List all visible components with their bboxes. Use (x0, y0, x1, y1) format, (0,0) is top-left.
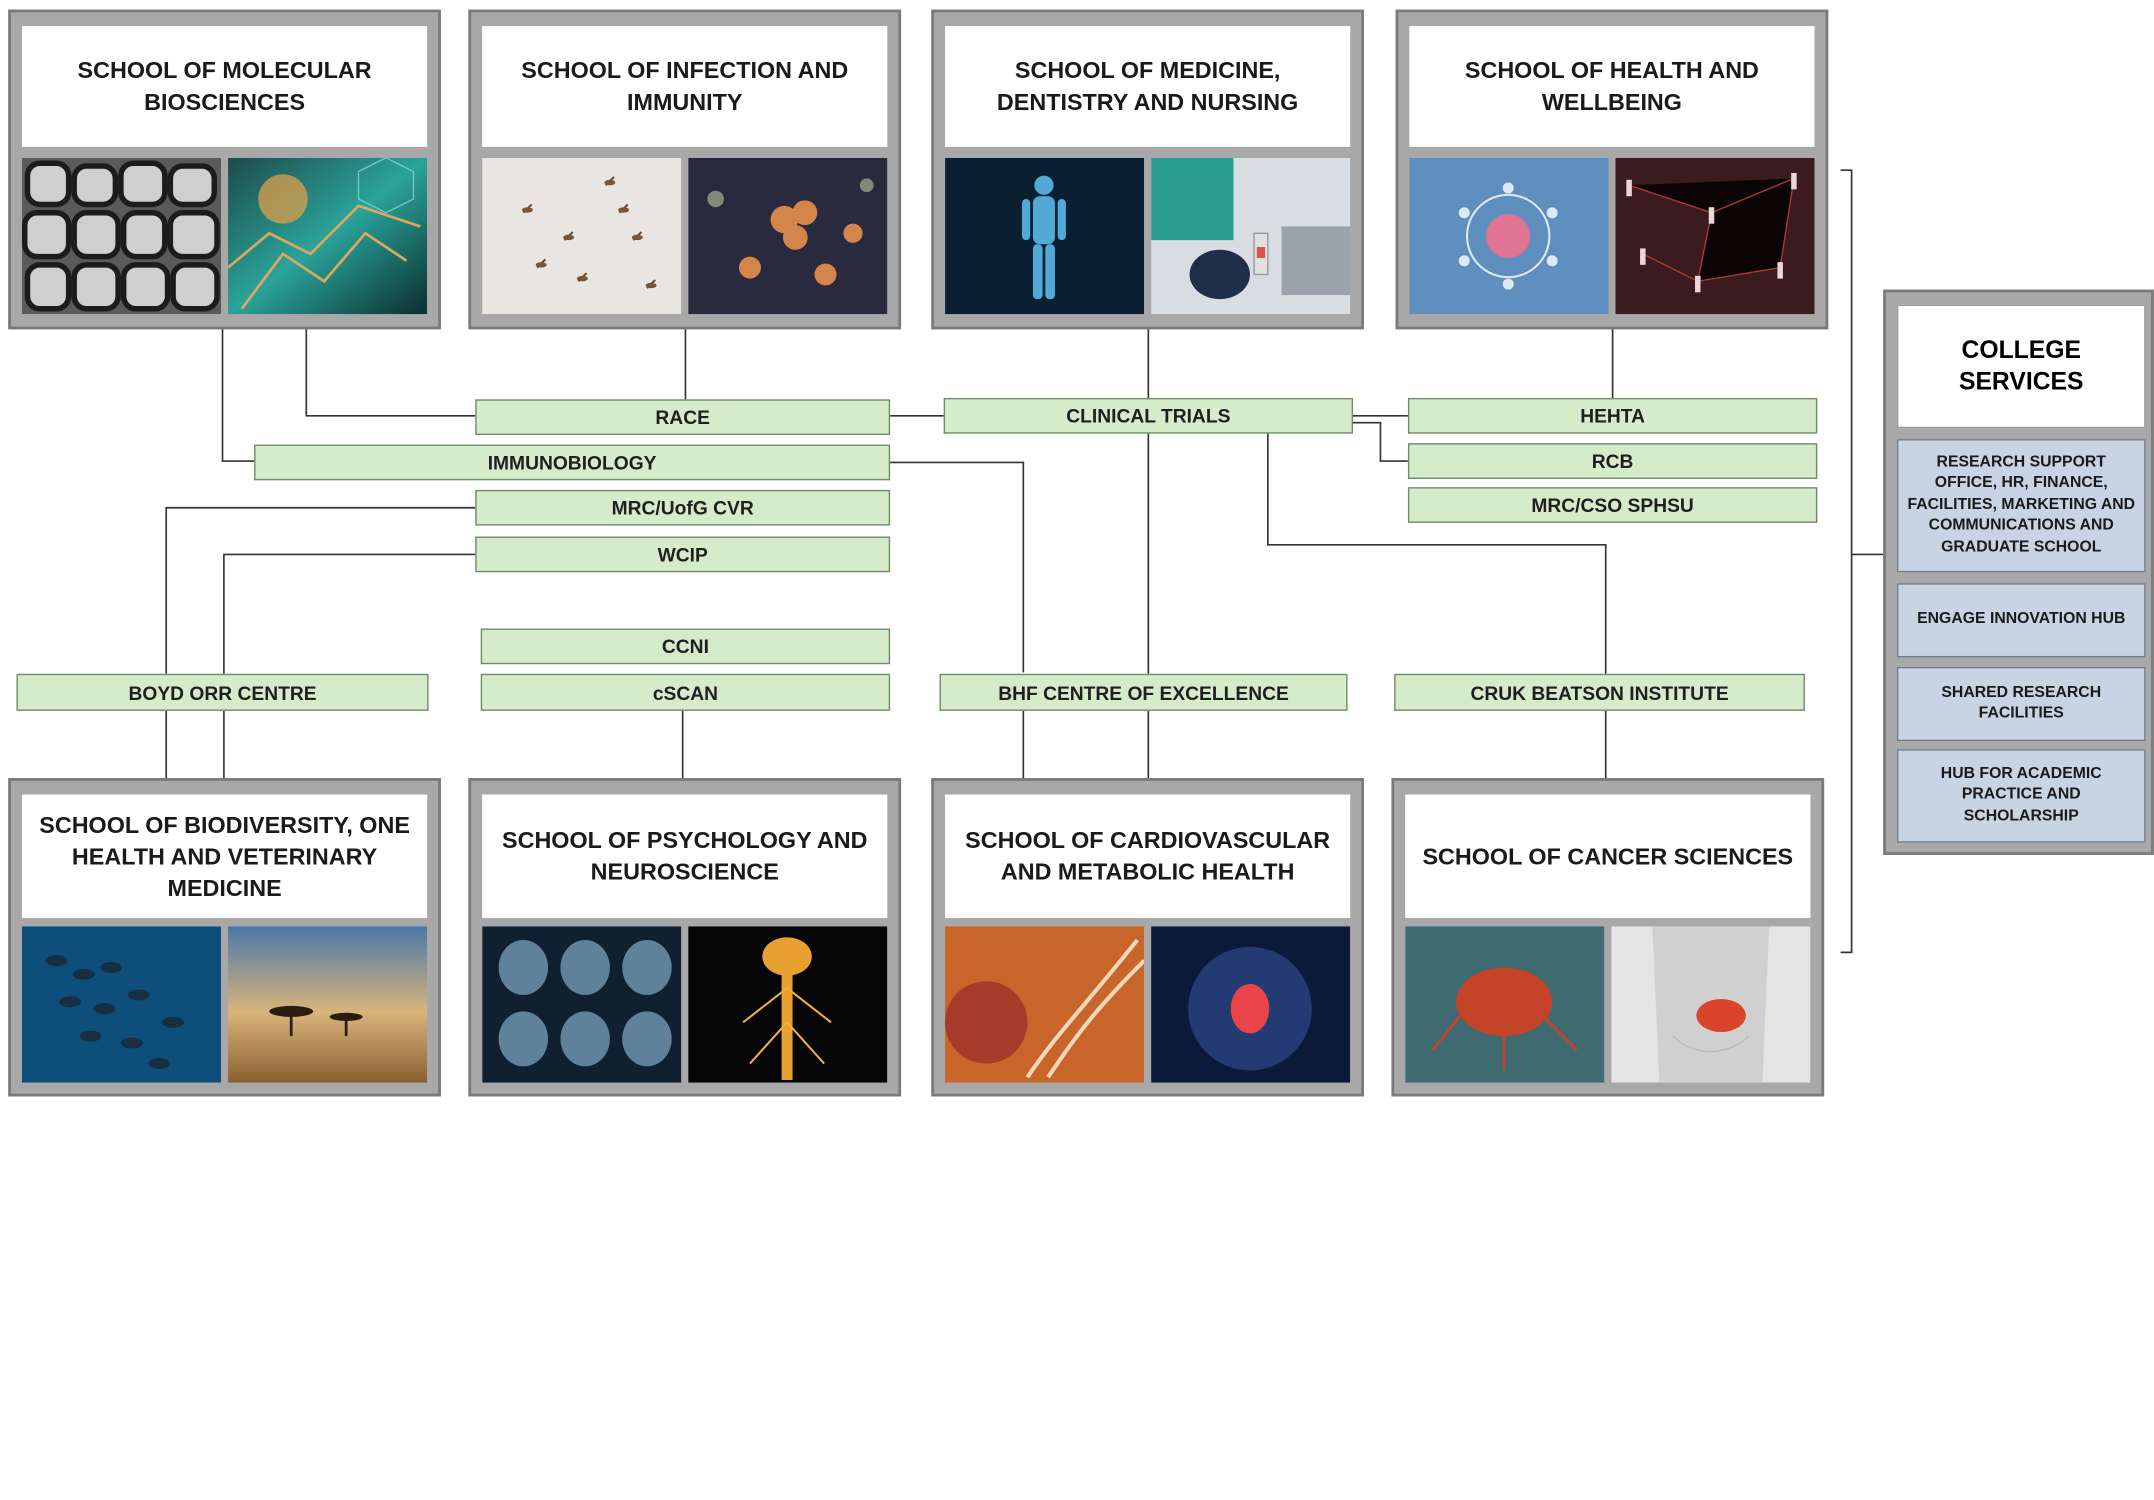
school-title: SCHOOL OF CANCER SCIENCES (1405, 794, 1811, 919)
centre-hehta: HEHTA (1407, 397, 1818, 434)
centre-ccni: CCNI (480, 628, 891, 665)
mosquitoes-image (482, 157, 682, 315)
school-molecular-biosciences: SCHOOL OF MOLECULAR BIOSCIENCES (8, 9, 441, 330)
centre-clinical-trials: CLINICAL TRIALS (943, 397, 1353, 434)
dna-helix-image (945, 926, 1145, 1083)
service-academic-practice-hub: HUB FOR ACADEMIC PRACTICE AND SCHOLARSHI… (1896, 749, 2146, 843)
savanna-trees-image (228, 926, 428, 1083)
service-engage-innovation-hub: ENGAGE INNOVATION HUB (1896, 583, 2146, 658)
service-research-support: RESEARCH SUPPORT OFFICE, HR, FINANCE, FA… (1896, 439, 2146, 573)
centre-cscan: cSCAN (480, 673, 891, 711)
school-title: SCHOOL OF HEALTH AND WELLBEING (1409, 26, 1815, 147)
school-title: SCHOOL OF MOLECULAR BIOSCIENCES (21, 26, 428, 147)
antibodies-image (688, 157, 888, 315)
brain-scans-image (482, 926, 682, 1083)
school-title: SCHOOL OF BIODIVERSITY, ONE HEALTH AND V… (21, 794, 428, 919)
school-title: SCHOOL OF PSYCHOLOGY AND NEUROSCIENCE (482, 794, 888, 919)
centre-race: RACE (475, 399, 891, 436)
fish-shoal-image (21, 926, 222, 1083)
centre-boyd-orr: BOYD ORR CENTRE (16, 673, 429, 711)
school-cardiovascular-metabolic: SCHOOL OF CARDIOVASCULAR AND METABOLIC H… (931, 778, 1364, 1097)
centre-mrc-cvr: MRC/UofG CVR (475, 489, 891, 526)
digital-human-image (945, 157, 1145, 315)
school-biodiversity-veterinary: SCHOOL OF BIODIVERSITY, ONE HEALTH AND V… (8, 778, 441, 1097)
centre-bhf: BHF CENTRE OF EXCELLENCE (939, 673, 1348, 711)
tumour-cell-image (1405, 926, 1605, 1083)
centre-rcb: RCB (1407, 443, 1818, 479)
school-health-wellbeing: SCHOOL OF HEALTH AND WELLBEING (1395, 9, 1829, 330)
health-icons-hands-image (1409, 157, 1609, 315)
heart-xray-image (1151, 926, 1351, 1083)
college-services-title: COLLEGE SERVICES (1896, 304, 2146, 429)
school-title: SCHOOL OF CARDIOVASCULAR AND METABOLIC H… (945, 794, 1351, 919)
clinician-laptop-image (1151, 157, 1351, 315)
digestive-organs-image (1611, 926, 1811, 1083)
population-network-image (1615, 157, 1815, 315)
centre-mrc-sphsu: MRC/CSO SPHSU (1407, 487, 1818, 523)
school-infection-immunity: SCHOOL OF INFECTION AND IMMUNITY (468, 9, 902, 330)
centre-cruk-beatson: CRUK BEATSON INSTITUTE (1394, 673, 1805, 711)
nervous-system-image (688, 926, 888, 1083)
school-cancer-sciences: SCHOOL OF CANCER SCIENCES (1391, 778, 1825, 1097)
molecular-lattice-image (228, 157, 428, 315)
college-services-panel: COLLEGE SERVICES RESEARCH SUPPORT OFFICE… (1883, 289, 2154, 855)
cell-structure-image (21, 157, 222, 315)
school-medicine-dentistry-nursing: SCHOOL OF MEDICINE, DENTISTRY AND NURSIN… (931, 9, 1364, 330)
school-title: SCHOOL OF MEDICINE, DENTISTRY AND NURSIN… (945, 26, 1351, 147)
centre-immunobiology: IMMUNOBIOLOGY (254, 444, 891, 481)
school-title: SCHOOL OF INFECTION AND IMMUNITY (482, 26, 888, 147)
service-shared-research-facilities: SHARED RESEARCH FACILITIES (1896, 666, 2146, 742)
school-psychology-neuroscience: SCHOOL OF PSYCHOLOGY AND NEUROSCIENCE (468, 778, 902, 1097)
centre-wcip: WCIP (475, 536, 891, 573)
